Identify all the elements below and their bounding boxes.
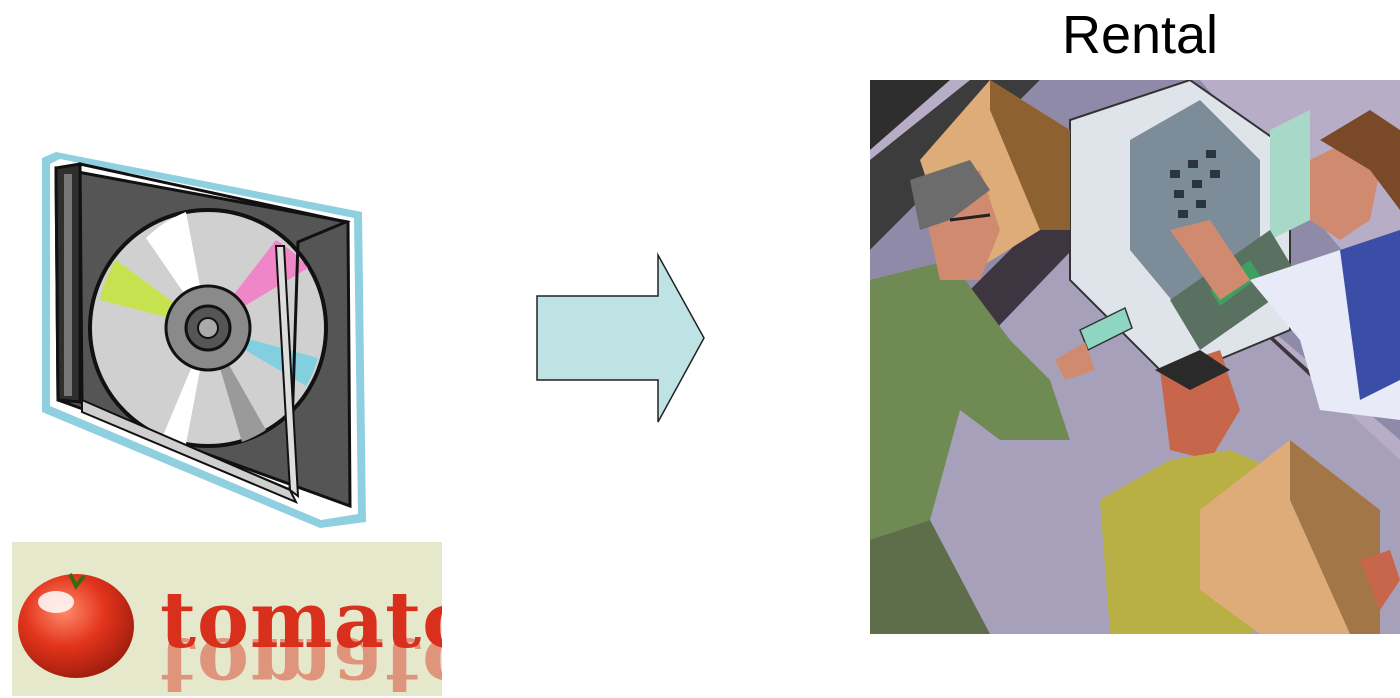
tomato-icon bbox=[14, 560, 144, 680]
rental-counter-illustration bbox=[870, 80, 1400, 634]
logo-text-reflection: tomato bbox=[160, 626, 442, 696]
cd-case-icon bbox=[36, 150, 371, 535]
rental-title: Rental bbox=[1010, 4, 1270, 66]
right-arrow-icon bbox=[534, 252, 708, 426]
tomato-logo: tomato tomato bbox=[12, 542, 442, 696]
